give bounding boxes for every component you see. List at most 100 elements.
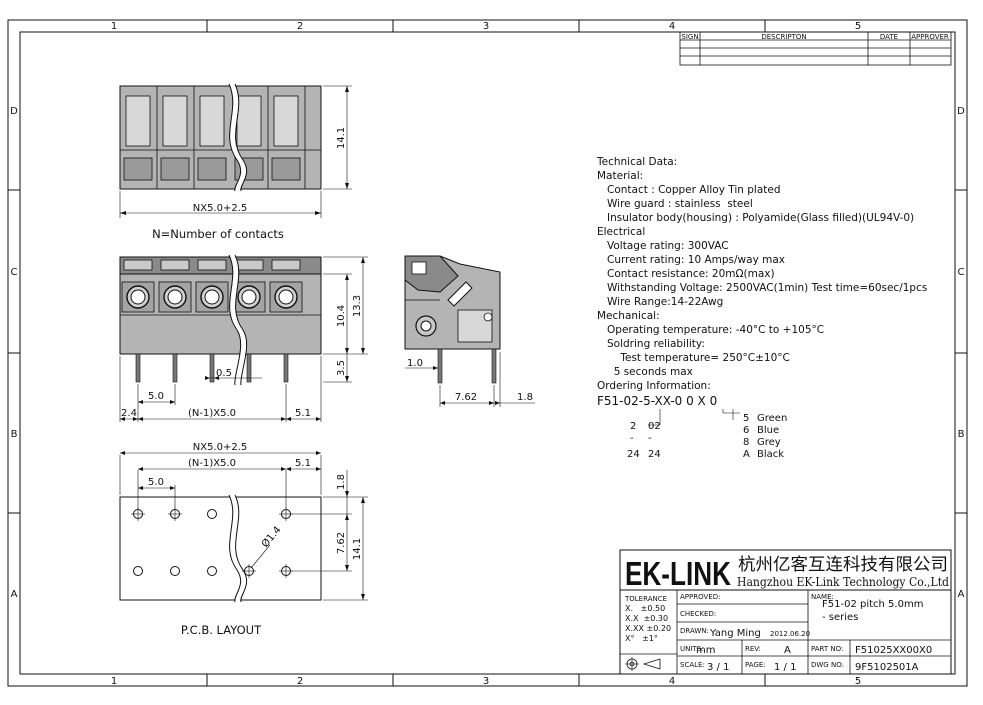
rev-header-date: DATE: [880, 33, 898, 41]
dim-pcb-v1: 1.8: [336, 474, 347, 490]
zone-left-b: B: [11, 429, 18, 440]
zone-bottom-3: 3: [483, 676, 489, 687]
zone-right-b: B: [958, 429, 965, 440]
rev-value: A: [784, 645, 791, 656]
pcb-layout-title: P.C.B. LAYOUT: [181, 623, 262, 637]
dim-front-mid: (N-1)X5.0: [188, 408, 236, 419]
dim-pcb-v3: 14.1: [352, 538, 363, 560]
zone-right-c: C: [958, 267, 965, 278]
dwg-no-value: 9F5102501A: [855, 662, 919, 673]
dim-front-right: 5.1: [295, 408, 311, 419]
color-name: Blue: [757, 425, 779, 436]
ek-link-logo: EK-LINK: [625, 555, 731, 592]
tech-line: Contact resistance: 20mΩ(max): [597, 268, 775, 280]
dim-front-pin: 3.5: [336, 360, 347, 376]
rev-label: REV:: [745, 645, 761, 653]
technical-data: Technical Data: Material: Contact : Copp…: [596, 156, 927, 460]
zone-top-3: 3: [483, 21, 489, 32]
zone-right-a: A: [958, 589, 965, 600]
zone-bottom-5: 5: [855, 676, 861, 687]
zone-bottom-1: 1: [111, 676, 117, 687]
tech-line: Technical Data:: [596, 156, 677, 168]
zone-left-c: C: [11, 267, 18, 278]
dim-side-w1: 7.62: [455, 392, 477, 403]
dim-front-gap: 0.5: [216, 368, 232, 379]
part-no-value: F51025XX00X0: [855, 645, 932, 656]
dim-pcb-pitch: 5.0: [148, 477, 164, 488]
name-line-2: - series: [822, 612, 858, 623]
zone-top-4: 4: [669, 21, 675, 32]
tech-line: Soldring reliability:: [597, 338, 705, 350]
pole-row: 2: [630, 421, 636, 432]
dim-pcb-mid: (N-1)X5.0: [188, 458, 236, 469]
color-code: 8: [743, 437, 749, 448]
rev-header-description: DESCRIPTON: [761, 33, 806, 41]
color-code: A: [743, 449, 750, 460]
zone-top-5: 5: [855, 21, 861, 32]
rev-header-approver: APPROVER: [911, 33, 949, 41]
tech-line: Withstanding Voltage: 2500VAC(1min) Test…: [597, 282, 927, 294]
pole-row: 24: [627, 449, 640, 460]
dim-top-width: NX5.0+2.5: [193, 203, 248, 214]
tolerance-row: X.X ±0.30: [625, 614, 668, 623]
rev-header-sign: SIGN: [681, 33, 698, 41]
color-code: 6: [743, 425, 749, 436]
drawn-date: 2012.06.20: [770, 630, 810, 638]
tech-line: Operating temperature: -40°C to +105°C: [597, 324, 824, 336]
projection-symbol-icon: [625, 657, 661, 671]
dim-top-height: 14.1: [336, 127, 347, 149]
company-name-cn: 杭州亿客互连科技有限公司: [738, 555, 948, 575]
pole-row: 24: [648, 449, 661, 460]
revision-table: SIGN DESCRIPTON DATE APPROVER: [679, 31, 952, 66]
company-name-en: Hangzhou EK-Link Technology Co.,Ltd: [737, 575, 949, 589]
tech-line: Voltage rating: 300VAC: [597, 240, 729, 252]
units-value: mm: [696, 645, 715, 656]
zone-left-a: A: [11, 589, 18, 600]
checked-label: CHECKED:: [680, 610, 716, 618]
tech-line: Ordering Information:: [597, 380, 711, 392]
tolerance-row: X. ±0.50: [625, 604, 665, 613]
units-label: UNITS:: [680, 645, 704, 653]
color-name: Black: [757, 449, 784, 460]
dim-pcb-total: NX5.0+2.5: [193, 442, 248, 453]
tolerance-row: X.XX ±0.20: [625, 624, 671, 633]
dim-side-w2: 1.8: [517, 392, 533, 403]
color-code: 5: [743, 413, 749, 424]
tech-line: Material:: [597, 170, 643, 182]
tech-line: Test temperature= 250°C±10°C: [597, 352, 790, 364]
side-view: 1.0 7.62 1.8: [404, 255, 535, 407]
order-code: F51-02-5-XX-0 0 X 0: [597, 394, 717, 408]
tech-line: Current rating: 10 Amps/way max: [597, 254, 785, 266]
top-view: NX5.0+2.5 14.1 N=Number of contacts: [119, 82, 352, 241]
tech-line: Wire guard : stainless steel: [597, 198, 753, 210]
tolerance-row: X° ±1°: [625, 634, 658, 643]
pcb-layout: Ø1.4 NX5.0+2.5 (N-1)X5.0 5.1 5.0 1.8 7.6…: [119, 442, 368, 637]
dim-front-left: 2.4: [121, 408, 137, 419]
part-no-label: PART NO:: [811, 645, 843, 653]
zone-right-d: D: [957, 106, 965, 117]
pole-row: -: [648, 433, 652, 444]
sheet-border: 1 2 3 4 5 1 2 3 4 5 D C B A D C B A: [7, 19, 968, 687]
dim-pcb-right: 5.1: [295, 458, 311, 469]
name-label: NAME:: [811, 593, 834, 601]
scale-label: SCALE:: [680, 661, 705, 669]
scale-value: 3 / 1: [707, 662, 729, 673]
tolerance-label: TOLERANCE: [624, 595, 667, 603]
zone-bottom-4: 4: [669, 676, 675, 687]
dim-pcb-v2: 7.62: [336, 532, 347, 554]
page-value: 1 / 1: [774, 662, 796, 673]
pole-row: -: [630, 433, 634, 444]
dim-front-h2: 13.3: [352, 295, 363, 317]
color-name: Grey: [757, 437, 781, 448]
color-name: Green: [757, 413, 787, 424]
tech-line: Wire Range:14-22Awg: [597, 296, 723, 308]
tech-line: 5 seconds max: [597, 366, 693, 378]
name-line-1: F51-02 pitch 5.0mm: [822, 599, 923, 610]
tech-line: Insulator body(housing) : Polyamide(Glas…: [597, 212, 914, 224]
front-view: 10.4 13.3 3.5 5.0 0.5 2.4 (N-1)X5.0 5.1: [119, 253, 368, 422]
zone-left-d: D: [10, 106, 18, 117]
dwg-no-label: DWG NO:: [811, 661, 844, 669]
page-label: PAGE:: [745, 661, 766, 669]
dim-front-pitch: 5.0: [148, 391, 164, 402]
